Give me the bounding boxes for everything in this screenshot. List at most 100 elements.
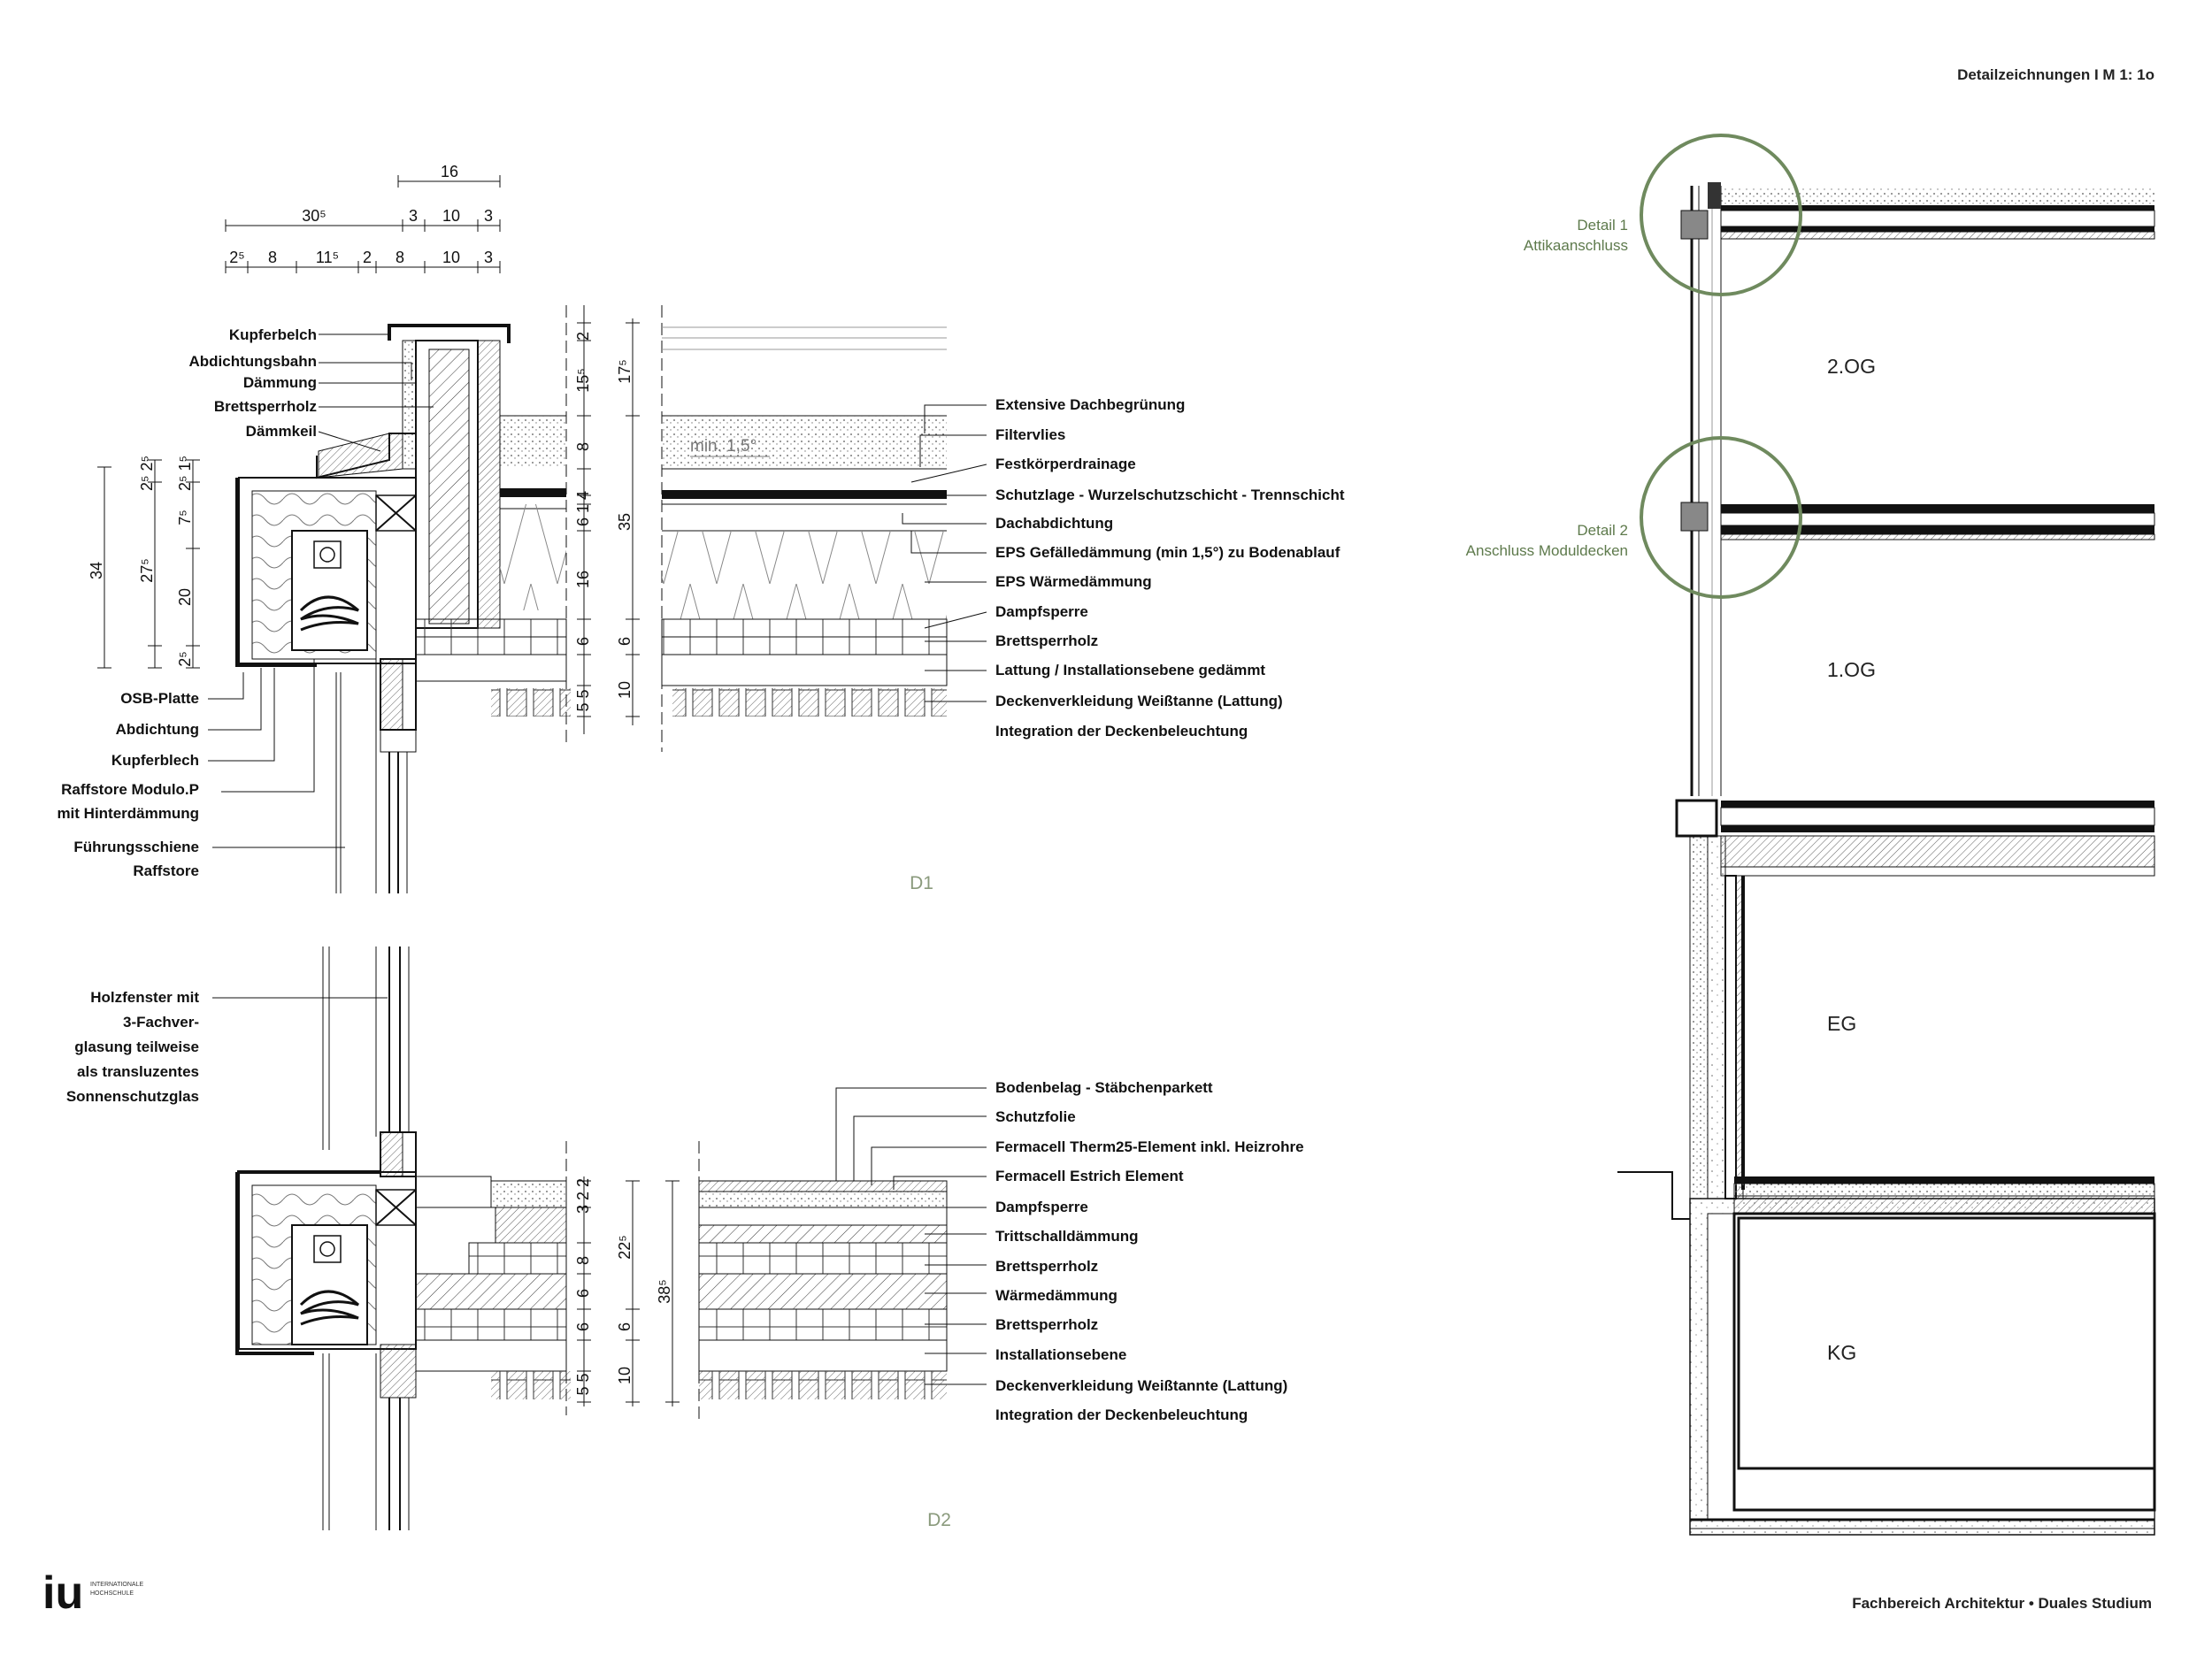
d2-blind-box xyxy=(235,1170,417,1355)
d1-rdim2-2: 6 xyxy=(616,637,634,646)
d1-left-3: Brettsperrholz xyxy=(214,398,317,415)
d1-layer-0: Extensive Dachbegrünung xyxy=(995,396,1185,413)
d1-dim-r3-0: 2⁵ xyxy=(229,249,244,266)
d1-dim-30: 30⁵ xyxy=(302,207,326,225)
d2-layer-6: Brettsperrholz xyxy=(995,1258,1098,1275)
d2-tag: D2 xyxy=(927,1510,951,1530)
d2-window-label: Holzfenster mit 3-Fachver- glasung teilw… xyxy=(66,989,200,1105)
d2-layer-10: Deckenverkleidung Weißtannte (Lattung) xyxy=(995,1377,1287,1394)
d2-rdim-4: 5 5 xyxy=(574,1373,592,1395)
d1-ldim-in-3: 2⁵ xyxy=(176,651,194,666)
d1-leftb-2: Kupferblech xyxy=(111,752,199,769)
d1-dim-r3-1: 8 xyxy=(268,249,277,266)
d2-rdim-1: 8 xyxy=(574,1256,592,1265)
d1-ldim-in-0: 2⁵ 1⁵ xyxy=(176,456,194,491)
d1-dim-r3-3: 2 xyxy=(363,249,372,266)
d2-layer-labels: Bodenbelag - Stäbchenparkett Schutzfolie… xyxy=(995,1079,1304,1423)
d1-leftb-3: Raffstore Modulo.P xyxy=(61,781,199,798)
d1-dim-r3-2: 11⁵ xyxy=(316,249,339,266)
d1-layer-leaders xyxy=(902,404,987,702)
d1-rdim-6: 5 5 xyxy=(574,689,592,711)
d1-dim-3a: 3 xyxy=(409,207,418,225)
d1-leftb-1: Abdichtung xyxy=(116,721,199,738)
d1-rdim-4: 16 xyxy=(574,571,592,588)
detail-2-subtitle: Anschluss Moduldecken xyxy=(1466,542,1628,559)
d1-left-1: Abdichtungsbahn xyxy=(189,353,317,370)
d2-rdim2-0: 22⁵ xyxy=(616,1235,634,1259)
building-section: Detail 1 Attikaanschluss Detail 2 Anschl… xyxy=(1466,134,2156,1536)
d2-layer-leaders xyxy=(835,1087,987,1385)
d2-floor-left xyxy=(415,1176,571,1399)
d2-layer-7: Wärmedämmung xyxy=(995,1287,1118,1304)
d1-blind-box xyxy=(235,477,417,667)
detail-d2: 3 2 2 8 6 6 5 5 22⁵ 38⁵ 6 10 B xyxy=(66,946,1304,1530)
d1-leftb-6: Raffstore xyxy=(133,862,199,879)
d1-left-dimensions xyxy=(97,459,200,669)
d1-layer-7: Dampfsperre xyxy=(995,603,1088,620)
d1-rdim2-0: 17⁵ xyxy=(616,359,634,383)
d1-tag: D1 xyxy=(910,873,933,893)
d2-lower-frame xyxy=(322,1344,417,1530)
d1-left-2: Dämmung xyxy=(243,374,317,391)
d1-layer-10: Deckenverkleidung Weißtanne (Lattung) xyxy=(995,693,1283,709)
d1-layer-3: Schutzlage - Wurzelschutzschicht - Trenn… xyxy=(995,487,1345,503)
d2-rdim-0: 3 2 2 xyxy=(574,1178,592,1214)
d2-window-label-2: glasung teilweise xyxy=(74,1038,199,1055)
d1-dim-16: 16 xyxy=(441,163,458,180)
d1-left-0: Kupferbelch xyxy=(229,326,317,343)
d2-layer-1: Schutzfolie xyxy=(995,1108,1076,1125)
d1-rdim2-1: 35 xyxy=(616,513,634,531)
d1-ldim-in-1: 7⁵ xyxy=(176,510,194,525)
d1-layer-11: Integration der Deckenbeleuchtung xyxy=(995,723,1248,740)
d1-layer-4: Dachabdichtung xyxy=(995,515,1113,532)
d2-layer-0: Bodenbelag - Stäbchenparkett xyxy=(995,1079,1213,1096)
d1-layer-5: EPS Gefälledämmung (min 1,5°) zu Bodenab… xyxy=(995,544,1340,561)
d2-layer-4: Dampfsperre xyxy=(995,1199,1088,1215)
d2-layer-5: Trittschalldämmung xyxy=(995,1228,1139,1245)
d2-rdim2-2: 6 xyxy=(616,1322,634,1331)
d1-left-labels: Kupferbelch Abdichtungsbahn Dämmung Bret… xyxy=(189,326,317,440)
d2-floor-right xyxy=(698,1180,948,1399)
d1-ldim-outer: 34 xyxy=(88,562,105,579)
d1-dim-10a: 10 xyxy=(442,207,460,225)
d1-left-leaders xyxy=(318,333,434,452)
d1-parapet xyxy=(316,324,511,629)
d2-window-label-1: 3-Fachver- xyxy=(123,1014,199,1031)
department-label: Fachbereich Architektur • Duales Studium xyxy=(1852,1595,2152,1612)
d1-ldim-mid-0: 2⁵ 2⁵ xyxy=(138,456,156,491)
d2-layer-2: Fermacell Therm25-Element inkl. Heizrohr… xyxy=(995,1138,1304,1155)
d1-top-dimensions xyxy=(225,175,501,273)
d2-window-label-0: Holzfenster mit xyxy=(90,989,199,1006)
d1-slope-label: min. 1,5° xyxy=(690,437,757,456)
d1-roof-buildup-right xyxy=(661,326,948,717)
floor-label-2og: 2.OG xyxy=(1827,355,1876,378)
detail-d1: 16 30⁵ 3 10 3 2⁵ 8 11⁵ 2 8 10 3 xyxy=(57,163,1345,893)
d2-window-label-3: als transluzentes xyxy=(77,1063,199,1080)
d1-layer-1: Filtervlies xyxy=(995,426,1065,443)
d2-layer-11: Integration der Deckenbeleuchtung xyxy=(995,1406,1248,1423)
d1-rdim-2: 8 xyxy=(574,442,592,451)
d2-rdim-2: 6 xyxy=(574,1289,592,1298)
d1-leftb-5: Führungsschiene xyxy=(73,839,199,855)
d1-rdim-0: 2 xyxy=(574,332,592,341)
d1-rdim2-3: 10 xyxy=(616,681,634,699)
d1-window-frame xyxy=(335,658,417,893)
d1-dim-r3-5: 10 xyxy=(442,249,460,266)
floor-label-eg: EG xyxy=(1827,1012,1856,1035)
d1-left-4: Dämmkeil xyxy=(246,423,317,440)
floor-label-1og: 1.OG xyxy=(1827,658,1876,681)
d1-rdim-5: 6 xyxy=(574,637,592,646)
d2-window xyxy=(322,946,417,1177)
d1-roof-buildup-left xyxy=(415,415,571,717)
d1-layer-2: Festkörperdrainage xyxy=(995,456,1136,472)
d1-layer-9: Lattung / Installationsebene gedämmt xyxy=(995,662,1265,678)
d1-layer-8: Brettsperrholz xyxy=(995,632,1098,649)
iu-logo: iu INTERNATIONALE HOCHSCHULE xyxy=(42,1567,143,1619)
sheet-title: Detailzeichnungen I M 1: 1o xyxy=(1957,66,2154,83)
detail-2-title: Detail 2 xyxy=(1577,522,1628,539)
d2-window-label-4: Sonnenschutzglas xyxy=(66,1088,199,1105)
d2-rdim2-3: 10 xyxy=(616,1367,634,1384)
d1-leftb-4: mit Hinterdämmung xyxy=(57,805,199,822)
detail-2-circle xyxy=(1640,436,1802,599)
